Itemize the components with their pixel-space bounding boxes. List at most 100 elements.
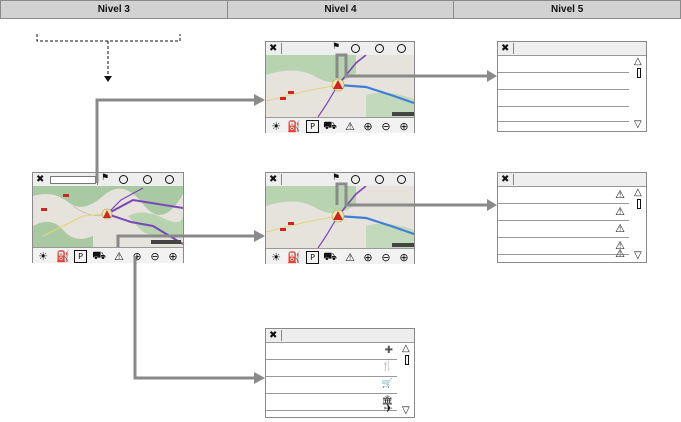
museum-icon: 🏛	[381, 396, 393, 406]
list-item[interactable]: ⚠	[498, 187, 629, 204]
poi-list-screen: ✖ ✚ 🍴 🛒 🏛 ✈ △ ▽	[265, 328, 415, 418]
detail-list-screen-2: ✖ ⚠ ⚠ ⚠ ⚠ ⚠ △ ▽	[497, 172, 647, 263]
compass-icon[interactable]	[375, 175, 384, 184]
close-icon[interactable]: ✖	[269, 174, 278, 185]
zoom-out-icon[interactable]: ⊖	[381, 120, 391, 133]
map-view[interactable]	[33, 186, 183, 247]
fuel-icon[interactable]: ⛽	[56, 250, 70, 263]
truck-icon[interactable]: ⛟	[323, 250, 337, 263]
list-item[interactable]	[498, 56, 629, 73]
list-item[interactable]	[498, 90, 629, 107]
zoom-out-icon[interactable]: ⊖	[381, 251, 391, 264]
map-bottom-bar: ☀ ⛽ P ⛟ ⚠ ⊕ ⊖ ⊕	[33, 247, 183, 263]
zoom-in-icon[interactable]: ⊕	[168, 250, 178, 263]
list-item[interactable]	[498, 73, 629, 90]
list-item[interactable]: ✈	[266, 403, 397, 417]
compass-icon[interactable]	[143, 175, 152, 184]
flag-icon[interactable]: ⚑	[332, 173, 341, 183]
warning-icon: ⚠	[615, 239, 625, 252]
weather-icon[interactable]: ☀	[38, 250, 48, 263]
header-level-3: Nivel 3	[0, 0, 228, 19]
parking-icon[interactable]: P	[306, 251, 319, 264]
shopping-icon: 🛒	[381, 379, 393, 389]
scroll-down-icon[interactable]: ▽	[402, 405, 410, 416]
zoom-in-icon[interactable]: ⊕	[399, 120, 409, 133]
close-icon[interactable]: ✖	[269, 43, 278, 54]
warning-icon: ⚠	[615, 222, 625, 235]
dashed-arrow-head	[104, 76, 112, 82]
poi-icon[interactable]: ⊕	[132, 250, 142, 263]
route-icon[interactable]	[119, 175, 128, 184]
warning-icon[interactable]: ⚠	[345, 251, 355, 264]
restaurant-icon: 🍴	[381, 362, 393, 372]
scroll-up-icon[interactable]: △	[634, 56, 642, 67]
search-field[interactable]	[50, 176, 96, 184]
zoom-in-icon[interactable]: ⊕	[399, 251, 409, 264]
close-icon[interactable]: ✖	[501, 174, 510, 185]
list-item[interactable]: ⚠	[498, 238, 629, 255]
map-bottom-bar: ☀ ⛽ P ⛟ ⚠ ⊕ ⊖ ⊕	[266, 117, 414, 133]
warning-icon[interactable]: ⚠	[345, 120, 355, 133]
scroll-up-icon[interactable]: △	[402, 343, 410, 354]
scroll-down-icon[interactable]: ▽	[634, 250, 642, 261]
compass-icon[interactable]	[375, 44, 384, 53]
warning-icon: ⚠	[615, 188, 625, 201]
dashed-bracket	[36, 34, 181, 76]
flag-icon[interactable]: ⚑	[101, 173, 110, 183]
map-top-bar: ✖ ⚑	[266, 173, 414, 186]
list-item[interactable]: ⚠	[498, 221, 629, 238]
close-icon[interactable]: ✖	[269, 330, 278, 341]
weather-icon[interactable]: ☀	[271, 120, 281, 133]
header-level-4: Nivel 4	[227, 0, 455, 19]
map-view[interactable]	[266, 55, 414, 117]
stop-icon[interactable]	[397, 175, 406, 184]
flag-icon[interactable]: ⚑	[332, 42, 341, 52]
route-map-screen-1: ✖ ⚑ ☀ ⛽ P ⛟ ⚠ ⊕ ⊖ ⊕	[265, 41, 415, 133]
list-item[interactable]: 🛒	[266, 377, 397, 394]
list-item[interactable]: ⚠	[498, 204, 629, 221]
warning-icon: ⚠	[615, 247, 625, 260]
close-icon[interactable]: ✖	[501, 43, 510, 54]
parking-icon[interactable]: P	[306, 120, 319, 133]
list-item[interactable]: ✚	[266, 343, 397, 360]
close-icon[interactable]: ✖	[36, 174, 45, 185]
list-item[interactable]: 🍴	[266, 360, 397, 377]
fuel-icon[interactable]: ⛽	[287, 251, 301, 264]
poi-icon[interactable]: ⊕	[363, 251, 373, 264]
map-top-bar: ✖ ⚑	[266, 42, 414, 55]
list-item[interactable]: ⚠	[498, 248, 629, 262]
list-item[interactable]	[498, 107, 629, 122]
scroll-up-icon[interactable]: △	[634, 187, 642, 198]
route-icon[interactable]	[351, 44, 360, 53]
fuel-icon[interactable]: ⛽	[287, 120, 301, 133]
zoom-out-icon[interactable]: ⊖	[150, 250, 160, 263]
detail-list-screen-1: ✖ △ ▽	[497, 41, 647, 132]
truck-icon[interactable]: ⛟	[323, 119, 337, 132]
scrollbar-thumb[interactable]	[637, 199, 641, 209]
map-top-bar: ✖ ⚑	[33, 173, 183, 186]
map-view[interactable]	[266, 186, 414, 248]
warning-icon: ⚠	[615, 205, 625, 218]
list-top-bar: ✖	[266, 329, 414, 343]
hospital-icon: ✚	[384, 345, 393, 356]
truck-icon[interactable]: ⛟	[92, 249, 106, 262]
stop-icon[interactable]	[397, 44, 406, 53]
list-item[interactable]: 🏛	[266, 394, 397, 411]
main-map-screen: ✖ ⚑ ☀ ⛽ P ⛟ ⚠ ⊕ ⊖ ⊕	[32, 172, 184, 263]
map-bottom-bar: ☀ ⛽ P ⛟ ⚠ ⊕ ⊖ ⊕	[266, 248, 414, 264]
scrollbar-thumb[interactable]	[405, 355, 409, 365]
airport-icon: ✈	[383, 402, 393, 415]
route-icon[interactable]	[351, 175, 360, 184]
list-top-bar: ✖	[498, 173, 646, 187]
route-map-screen-2: ✖ ⚑ ☀ ⛽ P ⛟ ⚠ ⊕ ⊖ ⊕	[265, 172, 415, 264]
warning-icon[interactable]: ⚠	[114, 250, 124, 263]
parking-icon[interactable]: P	[74, 250, 87, 263]
level-header: Nivel 3 Nivel 4 Nivel 5	[0, 0, 681, 19]
stop-icon[interactable]	[165, 175, 174, 184]
weather-icon[interactable]: ☀	[271, 251, 281, 264]
scrollbar-thumb[interactable]	[637, 68, 641, 78]
scroll-down-icon[interactable]: ▽	[634, 119, 642, 130]
poi-icon[interactable]: ⊕	[363, 120, 373, 133]
list-top-bar: ✖	[498, 42, 646, 56]
